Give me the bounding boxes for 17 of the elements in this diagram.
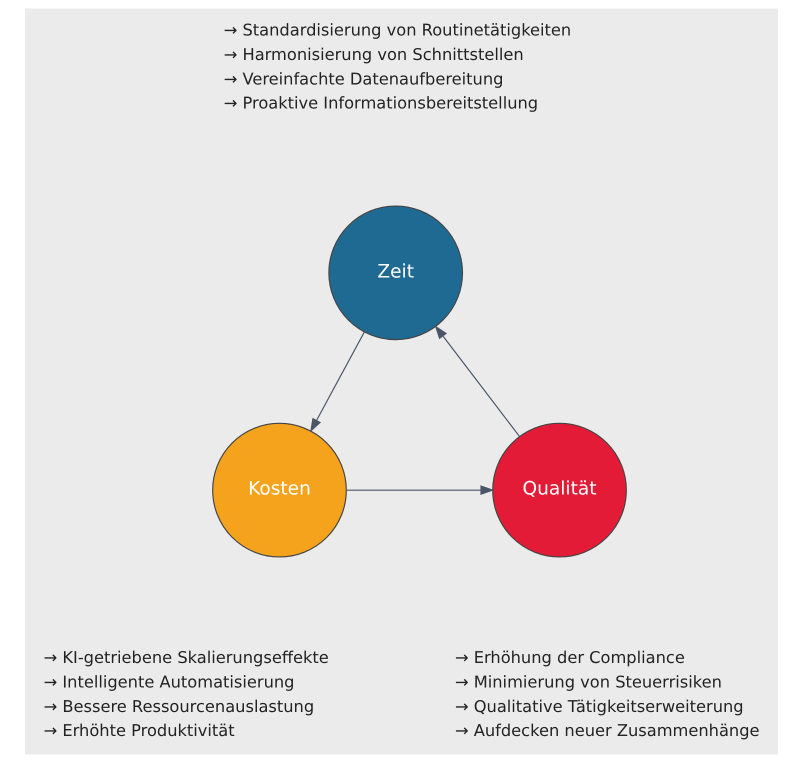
node-label: → Erhöhung der Compliance [454, 648, 685, 667]
node-label: → Standardisierung von Routinetätigkeiten [224, 20, 572, 40]
arrow [310, 332, 365, 432]
node-label: → Proaktive Informationsbereitstellung [224, 94, 538, 113]
node-label: → Qualitative Tätigkeitserweiterung [454, 696, 744, 716]
node-label: → Intelligente Automatisierung [44, 672, 295, 692]
node-label: → Vereinfachte Datenaufbereitung [224, 69, 504, 88]
node-label: → Harmonisierung von Schnittstellen [224, 44, 524, 64]
node-circle: Qualität [492, 422, 627, 558]
node-label: → Erhöhte Produktivität [44, 721, 235, 740]
node-label: → Aufdecken neuer Zusammenhänge [454, 721, 760, 740]
node-label: → Bessere Ressourcenauslastung [44, 696, 314, 716]
node-circle: Kosten [212, 422, 347, 558]
arrow [434, 325, 520, 437]
node-label: → KI-getriebene Skalierungseffekte [44, 648, 329, 667]
arrow [346, 485, 494, 496]
node-label: → Minimierung von Steuerrisiken [454, 672, 722, 692]
